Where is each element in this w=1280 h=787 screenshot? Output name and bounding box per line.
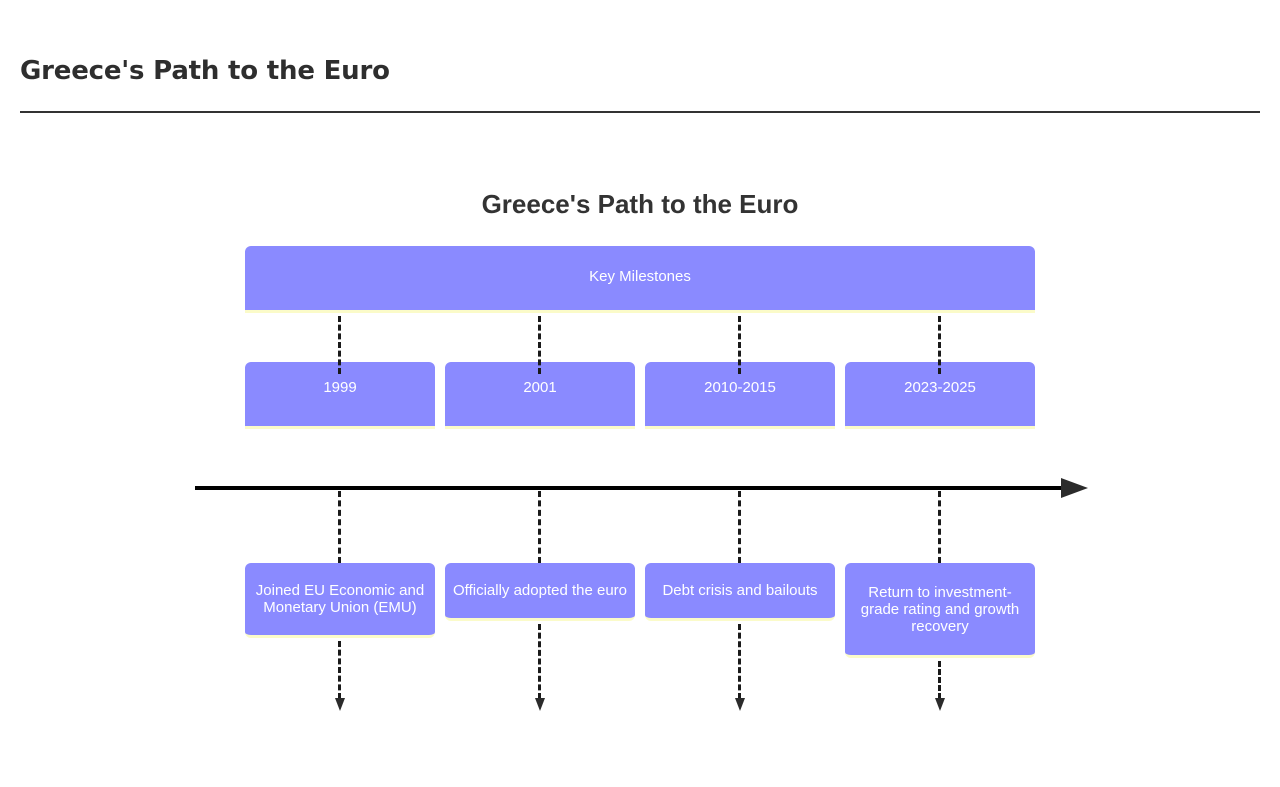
connector-axis-event-2 — [538, 491, 541, 563]
tail-arrow-icon-4 — [935, 698, 945, 711]
period-label: 2023-2025 — [904, 379, 976, 396]
connector-period-axis-1 — [338, 316, 341, 374]
diagram-title: Greece's Path to the Euro — [481, 189, 799, 219]
section-header-label: Key Milestones — [589, 268, 691, 285]
connector-period-axis-4 — [938, 316, 941, 374]
tail-arrow-icon-1 — [335, 698, 345, 711]
tail-arrow-icon-3 — [735, 698, 745, 711]
event-box-2001[interactable]: Officially adopted the euro — [445, 563, 635, 621]
event-box-2023-2025[interactable]: Return to investment-grade rating and gr… — [845, 563, 1035, 658]
connector-tail-2 — [538, 624, 541, 699]
connector-tail-4 — [938, 661, 941, 699]
connector-tail-1 — [338, 641, 341, 699]
connector-axis-event-4 — [938, 491, 941, 563]
event-box-2010-2015[interactable]: Debt crisis and bailouts — [645, 563, 835, 621]
timeline-diagram: Greece's Path to the Euro Key Milestones… — [0, 113, 1280, 787]
timeline-axis — [195, 478, 1088, 498]
tail-arrow-icon-2 — [535, 698, 545, 711]
event-box-1999[interactable]: Joined EU Economic and Monetary Union (E… — [245, 563, 435, 638]
connector-axis-event-3 — [738, 491, 741, 563]
period-label: 2010-2015 — [704, 379, 776, 396]
timeline-arrow-icon — [1061, 478, 1088, 498]
connector-period-axis-2 — [538, 316, 541, 374]
period-label: 1999 — [323, 379, 357, 396]
period-box-1999[interactable]: 1999 — [245, 362, 435, 429]
connector-tail-3 — [738, 624, 741, 699]
connector-axis-event-1 — [338, 491, 341, 563]
page-title: Greece's Path to the Euro — [20, 56, 390, 86]
header-divider — [20, 111, 1260, 113]
page-header: Greece's Path to the Euro — [0, 0, 1280, 113]
event-description: Return to investment-grade rating and gr… — [860, 583, 1020, 635]
event-description: Officially adopted the euro — [453, 582, 628, 599]
section-header-bar: Key Milestones — [245, 246, 1035, 313]
period-label: 2001 — [523, 379, 557, 396]
event-description: Debt crisis and bailouts — [662, 582, 818, 599]
connector-period-axis-3 — [738, 316, 741, 374]
event-description: Joined EU Economic and Monetary Union (E… — [255, 582, 425, 616]
